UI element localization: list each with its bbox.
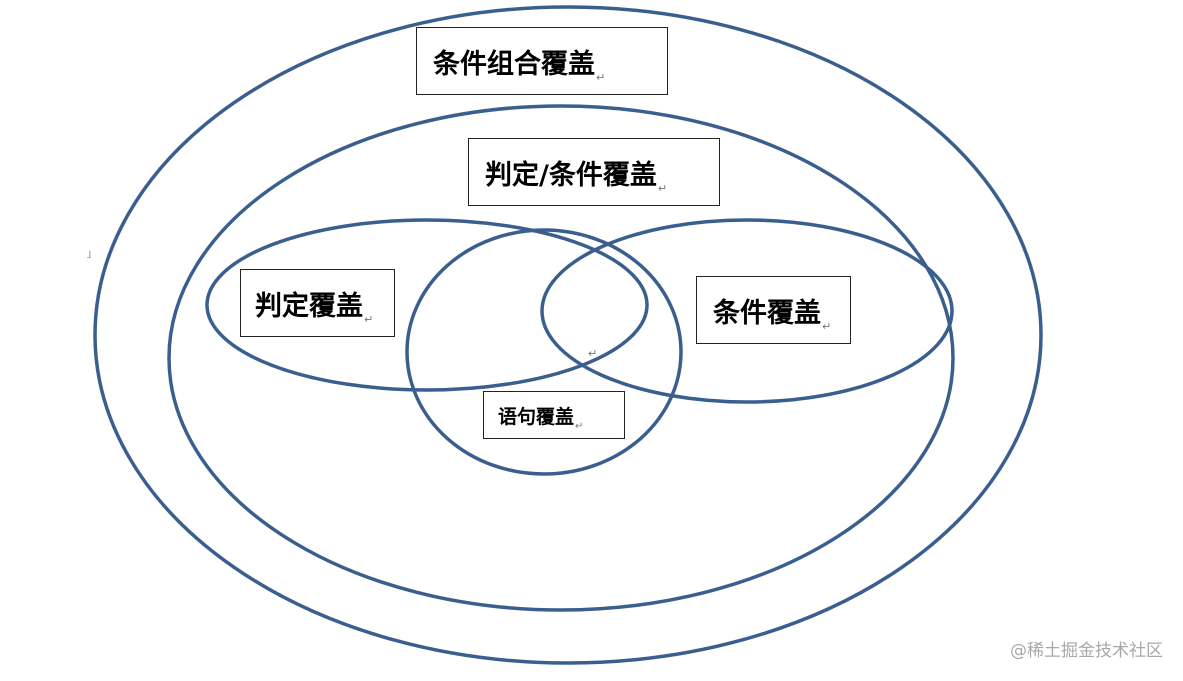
ellipse-decision [205,218,649,392]
paragraph-mark-icon: ↵ [822,320,832,333]
ellipse-condition-combination [93,5,1043,665]
label-text: 语句覆盖 [498,405,575,428]
label-text: 判定覆盖 [255,290,363,322]
circle-statement [405,228,683,476]
paragraph-mark-icon: ↵ [364,313,374,326]
label-condition-coverage: 条件覆盖 ↵ [696,276,851,344]
label-condition-combination-coverage: 条件组合覆盖 ↵ [416,27,668,95]
watermark: @稀土掘金技术社区 [1010,641,1163,661]
paragraph-mark-icon: ↵ [596,71,606,84]
label-statement-coverage: 语句覆盖 ↵ [483,391,625,439]
paragraph-mark-icon: ↵ [575,421,584,432]
label-decision-coverage: 判定覆盖 ↵ [240,269,395,337]
ellipse-decision-condition [167,104,955,612]
label-decision-condition-coverage: 判定/条件覆盖 ↵ [468,138,720,206]
paragraph-mark-icon: ↵ [657,182,668,195]
stray-paragraph-mark-icon: ↵ [588,347,598,360]
label-text: 条件组合覆盖 [433,48,595,80]
label-text: 条件覆盖 [713,297,821,329]
ellipse-condition [540,218,954,404]
label-text: 判定/条件覆盖 [485,159,657,191]
stray-paragraph-mark-icon: ˩ [86,248,92,261]
